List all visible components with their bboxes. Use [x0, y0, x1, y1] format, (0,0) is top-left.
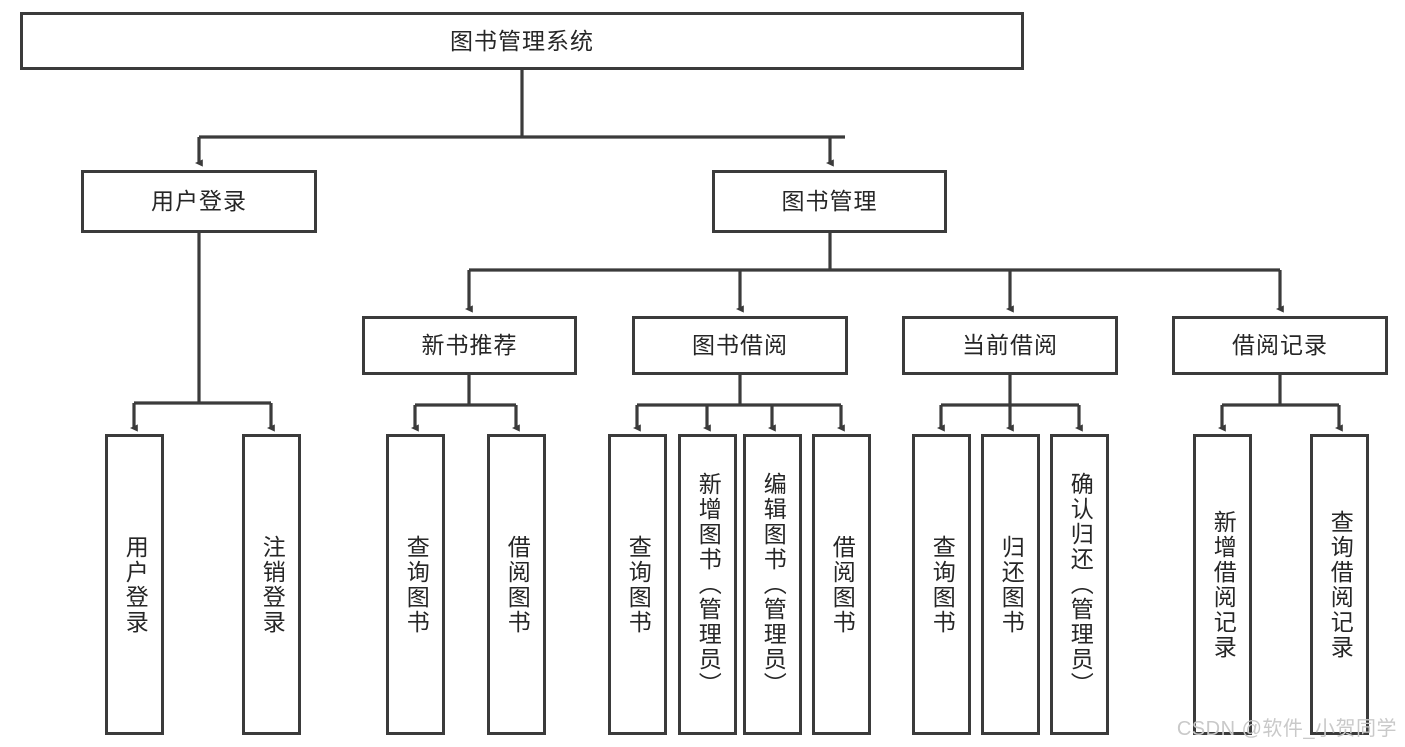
node-new-book-recommend[interactable]: 新书推荐 — [362, 316, 577, 375]
leaf-borrow-edit-book-admin[interactable]: 编辑图书（管理员） — [743, 434, 802, 735]
leaf-current-confirm-return-admin[interactable]: 确认归还（管理员） — [1050, 434, 1109, 735]
node-book-management[interactable]: 图书管理 — [712, 170, 947, 233]
leaf-borrow-query-book[interactable]: 查询图书 — [608, 434, 667, 735]
node-book-borrow[interactable]: 图书借阅 — [632, 316, 848, 375]
csdn-watermark: CSDN @软件_小贺同学 — [1176, 718, 1397, 740]
leaf-recommend-query-book[interactable]: 查询图书 — [386, 434, 445, 735]
leaf-user-logout[interactable]: 注销登录 — [242, 434, 301, 735]
leaf-current-return-book[interactable]: 归还图书 — [981, 434, 1040, 735]
node-root-system[interactable]: 图书管理系统 — [20, 12, 1024, 70]
leaf-borrow-add-book-admin[interactable]: 新增图书（管理员） — [678, 434, 737, 735]
node-current-borrow[interactable]: 当前借阅 — [902, 316, 1118, 375]
node-borrow-record[interactable]: 借阅记录 — [1172, 316, 1388, 375]
leaf-current-query-book[interactable]: 查询图书 — [912, 434, 971, 735]
leaf-user-login-do[interactable]: 用户登录 — [105, 434, 164, 735]
leaf-borrow-borrow-book[interactable]: 借阅图书 — [812, 434, 871, 735]
leaf-record-add-record[interactable]: 新增借阅记录 — [1193, 434, 1252, 735]
leaf-record-query-record[interactable]: 查询借阅记录 — [1310, 434, 1369, 735]
leaf-recommend-borrow-book[interactable]: 借阅图书 — [487, 434, 546, 735]
node-user-login[interactable]: 用户登录 — [81, 170, 317, 233]
